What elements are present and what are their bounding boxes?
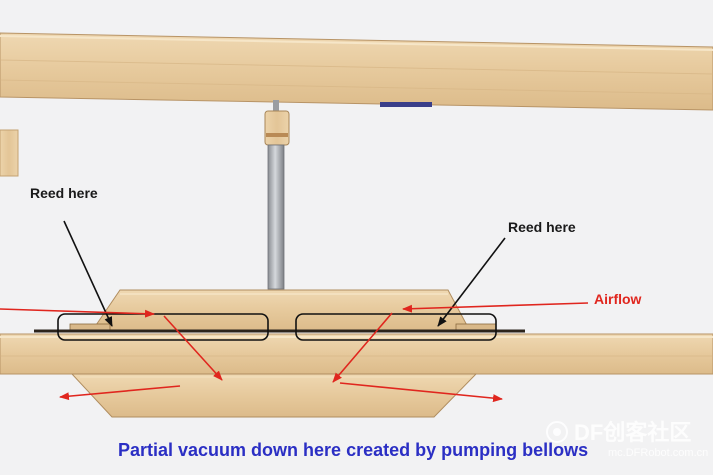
- reed-pointer-left: [63, 220, 113, 327]
- caption-partial-vacuum: Partial vacuum down here created by pump…: [118, 440, 588, 460]
- dfrobot-watermark: DF创客社区 mc.DFRobot.com.cn: [546, 420, 708, 459]
- reed-plate-right: [455, 323, 497, 331]
- airflow-arrow-left-out: [59, 385, 181, 401]
- reed-plate-left: [69, 323, 111, 331]
- airflow-arrows: [0, 302, 589, 403]
- label-reed-right: Reed here: [508, 219, 576, 235]
- reed-pan-upper: [91, 289, 471, 332]
- label-airflow: Airflow: [594, 291, 642, 307]
- airflow-arrow-right-in: [402, 302, 589, 313]
- top-lever-board: [0, 32, 713, 111]
- left-side-block: [0, 129, 19, 177]
- reed-highlight-right: [295, 313, 497, 341]
- reed-pointer-right: [437, 237, 506, 327]
- watermark-url: mc.DFRobot.com.cn: [608, 447, 708, 459]
- reed-highlight-left: [57, 313, 269, 341]
- airflow-arrow-right-down: [332, 312, 393, 383]
- watermark-brand: DF创客社区: [574, 420, 691, 445]
- airflow-arrow-left-in: [0, 308, 155, 318]
- dfrobot-logo-icon: [546, 421, 568, 443]
- push-rod: [264, 100, 290, 290]
- lower-bellows: [70, 373, 478, 418]
- label-reed-left: Reed here: [30, 185, 98, 201]
- airflow-arrow-right-out: [339, 382, 503, 403]
- airflow-arrow-left-down: [163, 315, 223, 381]
